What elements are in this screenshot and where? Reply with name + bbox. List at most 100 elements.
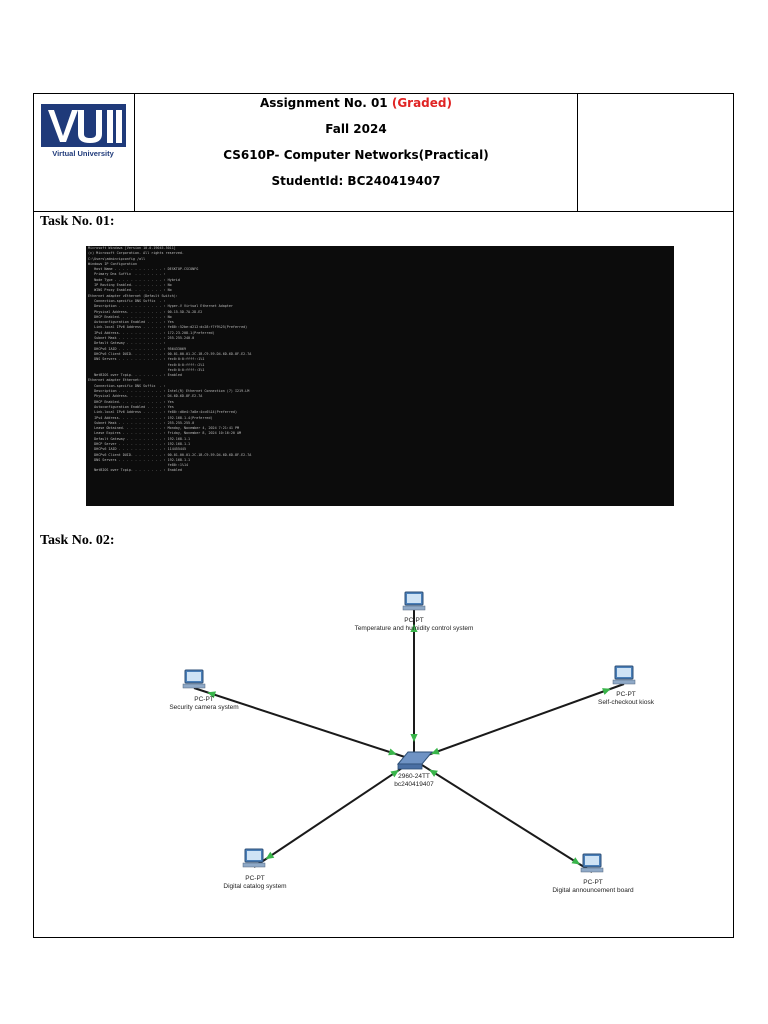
course-title: CS610P- Computer Networks(Practical) (223, 148, 489, 162)
terminal-line: Physical Address. . . . . . . . . : D4-6… (88, 394, 203, 399)
switch-icon (396, 751, 434, 765)
pc-name-label: Digital catalog system (223, 883, 286, 890)
ipconfig-screenshot: Microsoft Windows [Version 10.0.19045.50… (86, 246, 674, 506)
terminal-line: Link-local IPv6 Address . . . . . : fe80… (88, 410, 238, 415)
pc-screen (585, 856, 599, 865)
pc-keyboard (402, 605, 426, 611)
terminal-line: DHCPv6 IAID . . . . . . . . . . . : 9564… (88, 346, 186, 351)
terminal-line: Lease Expires . . . . . . . . . . : Frid… (88, 431, 242, 436)
terminal-line: Description . . . . . . . . . . . : Hype… (88, 304, 233, 309)
pc-screen (187, 672, 201, 681)
terminal-line: Connection-specific DNS Suffix . : (88, 298, 166, 303)
terminal-line: DNS Servers . . . . . . . . . . . : 192.… (88, 457, 191, 462)
pc-type-label: PC-PT (404, 617, 424, 624)
terminal-line: Default Gateway . . . . . . . . . : (88, 341, 166, 346)
task1-label: Task No. 01: (40, 214, 115, 229)
terminal-line: Windows IP Configuration (88, 261, 137, 266)
terminal-line: Ethernet adapter Ethernet: (88, 378, 142, 383)
terminal-line: DHCPv6 Client DUID. . . . . . . . : 00-0… (88, 351, 252, 356)
network-link (253, 759, 415, 868)
pc-keyboard (580, 867, 604, 873)
link-status-indicator (602, 688, 611, 695)
terminal-line: DHCP Enabled. . . . . . . . . . . : No (88, 314, 172, 319)
terminal-line: (c) Microsoft Corporation. All rights re… (88, 251, 184, 256)
pc-name-label: Digital announcement board (552, 887, 634, 894)
pc-keyboard (242, 862, 266, 868)
network-link (413, 759, 593, 873)
title-cell: Assignment No. 01 (Graded) Fall 2024 CS6… (135, 94, 578, 211)
terminal-line: Link-local IPv6 Address . . . . . : fe80… (88, 325, 248, 330)
terminal-line: DNS Servers . . . . . . . . . . . : fec0… (88, 357, 205, 362)
terminal-line: Physical Address. . . . . . . . . : 00-1… (88, 309, 203, 314)
pc-screen (247, 851, 261, 860)
link-status-indicator (410, 734, 418, 742)
switch-front (397, 763, 423, 770)
terminal-line: fe80::1%14 (88, 463, 189, 468)
terminal-line: Subnet Mask . . . . . . . . . . . : 255.… (88, 420, 195, 425)
terminal-line: Connection-specific DNS Suffix . : (88, 383, 166, 388)
pc-screen (617, 668, 631, 677)
terminal-line: NetBIOS over Tcpip. . . . . . . . : Enab… (88, 373, 182, 378)
graded-status: (Graded) (391, 96, 452, 110)
terminal-line: C:\Users\admin>ipconfig /all (88, 256, 146, 261)
assignment-title: Assignment No. 01 (Graded) (135, 96, 577, 110)
terminal-line: NetBIOS over Tcpip. . . . . . . . : Enab… (88, 468, 182, 473)
university-logo: Virtual University (41, 104, 126, 158)
pc-type-label: PC-PT (245, 875, 265, 882)
pc-keyboard (612, 679, 636, 685)
assignment-number: Assignment No. 01 (260, 96, 392, 110)
network-link (413, 683, 625, 761)
pc-type-label: PC-PT (616, 691, 636, 698)
link-status-indicator (388, 748, 397, 756)
link-status-indicator (265, 851, 275, 860)
terminal-line: Primary Dns Suffix . . . . . . . : (88, 272, 166, 277)
terminal-line: Node Type . . . . . . . . . . . . : Hybr… (88, 277, 180, 282)
link-status-indicator (429, 769, 438, 777)
pc-type-label: PC-PT (194, 696, 214, 703)
pc-keyboard (182, 683, 206, 689)
terminal-line: IPv4 Address. . . . . . . . . . . : 172.… (88, 330, 215, 335)
logo-cell: Virtual University (34, 94, 135, 211)
link-status-indicator (571, 857, 581, 865)
blank-cell (578, 94, 733, 211)
terminal-line: DHCP Enabled. . . . . . . . . . . : Yes (88, 399, 174, 404)
terminal-line: WINS Proxy Enabled. . . . . . . . : No (88, 288, 172, 293)
pc-name-label: Self-checkout kiosk (598, 699, 655, 706)
header-row: Virtual University Assignment No. 01 (Gr… (34, 94, 733, 212)
link-status-indicator (207, 691, 216, 699)
pc-name-label: Security camera system (169, 704, 238, 711)
terminal-line: fec0:0:0:ffff::3%1 (88, 367, 205, 372)
terminal-line: Host Name . . . . . . . . . . . . : DESK… (88, 267, 199, 272)
terminal-line: Ethernet adapter vEthernet (Default Swit… (88, 293, 178, 298)
terminal-line: DHCPv6 Client DUID. . . . . . . . : 00-0… (88, 452, 252, 457)
pc-screen (407, 594, 421, 603)
terminal-line: DHCP Server . . . . . . . . . . . : 192.… (88, 441, 191, 446)
link-status-indicator (410, 624, 418, 632)
pc-name-label: Temperature and humidity control system (355, 625, 474, 632)
assignment-table: Virtual University Assignment No. 01 (Gr… (33, 93, 734, 938)
term: Fall 2024 (325, 122, 387, 136)
network-link (193, 687, 415, 761)
switch-name-label: bc240419407 (394, 781, 434, 788)
logo-text: Virtual University (52, 149, 114, 158)
terminal-line: Microsoft Windows [Version 10.0.19045.50… (88, 246, 176, 250)
pc-type-label: PC-PT (583, 879, 603, 886)
terminal-line: Default Gateway . . . . . . . . . : 192.… (88, 436, 191, 441)
terminal-line: DHCPv6 IAID . . . . . . . . . . . : 1144… (88, 447, 186, 452)
link-status-indicator (390, 770, 399, 778)
terminal-line: IPv4 Address. . . . . . . . . . . : 192.… (88, 415, 213, 420)
switch-model-label: 2960-24TT (398, 773, 430, 780)
terminal-line: Autoconfiguration Enabled . . . . : Yes (88, 404, 174, 409)
terminal-line: Description . . . . . . . . . . . : Inte… (88, 389, 250, 394)
terminal-line: fec0:0:0:ffff::2%1 (88, 362, 205, 367)
terminal-line: IP Routing Enabled. . . . . . . . : No (88, 283, 172, 288)
terminal-line: Subnet Mask . . . . . . . . . . . : 255.… (88, 336, 195, 341)
task2-label: Task No. 02: (40, 533, 115, 548)
